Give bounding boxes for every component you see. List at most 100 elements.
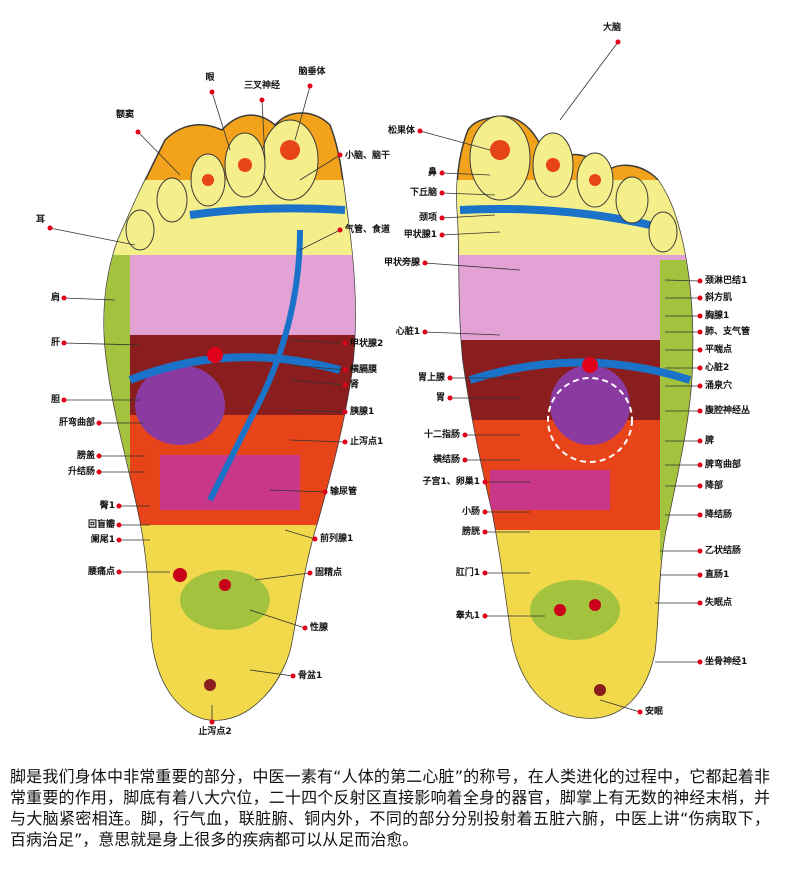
left-foot-label: 骨盆1 xyxy=(298,669,322,681)
left-leader-dot xyxy=(342,439,348,445)
right-foot-label: 睾丸1 xyxy=(456,609,480,621)
left-leader-dot xyxy=(135,129,141,135)
left-leader-line xyxy=(289,439,346,443)
right-leader-line xyxy=(599,699,641,713)
left-leader-dot xyxy=(61,340,67,346)
left-leader-dot xyxy=(259,97,265,103)
left-leader-line xyxy=(289,364,346,371)
left-foot-label: 胰腺1 xyxy=(350,405,374,417)
right-leader-dot xyxy=(637,709,643,715)
right-foot-label: 涌泉穴 xyxy=(705,379,732,391)
left-leader-dot xyxy=(61,397,67,403)
right-foot-label: 腹腔神经丛 xyxy=(704,404,750,416)
right-leader-dot xyxy=(439,190,445,196)
left-leader-line xyxy=(284,529,316,540)
left-foot-label: 横膈膜 xyxy=(350,363,378,375)
left-foot-label: 阑尾1 xyxy=(91,533,115,545)
right-foot-label: 脾 xyxy=(704,434,714,446)
left-leader-line xyxy=(299,229,341,251)
left-foot-label: 回盲瓣 xyxy=(88,518,115,530)
right-leader-dot xyxy=(482,613,488,619)
right-leader-line xyxy=(441,214,496,219)
left-leader-dot xyxy=(116,503,122,509)
right-leader-dot xyxy=(697,408,703,414)
left-leader-line xyxy=(289,409,346,413)
left-foot-label: 脑垂体 xyxy=(297,65,326,77)
left-leader-dot xyxy=(96,469,102,475)
right-foot-label: 下丘脑 xyxy=(410,186,437,198)
left-foot-label: 性腺 xyxy=(310,621,329,633)
right-foot-label: 子宫1、卵巢1 xyxy=(422,475,480,487)
left-leader-dot xyxy=(116,569,122,575)
right-foot-label: 脾弯曲部 xyxy=(704,458,741,470)
right-leader-dot xyxy=(697,438,703,444)
right-leader-dot xyxy=(482,570,488,576)
right-foot-label: 肛门1 xyxy=(456,566,480,578)
right-foot-label: 松果体 xyxy=(388,124,416,136)
right-foot-label: 甲状腺1 xyxy=(404,228,437,240)
left-foot-label: 臀1 xyxy=(100,500,115,511)
left-leader-line xyxy=(49,227,136,246)
left-leader-line xyxy=(254,572,311,581)
left-foot-label: 止泻点2 xyxy=(198,725,231,737)
right-leader-dot xyxy=(697,295,703,301)
right-foot-label: 甲状旁腺 xyxy=(384,256,421,268)
right-foot-label: 颈项 xyxy=(419,212,437,223)
left-leader-dot xyxy=(209,719,215,725)
left-foot-label: 三叉神经 xyxy=(244,79,280,91)
left-leader-line xyxy=(249,669,294,677)
right-foot-label: 颈淋巴结1 xyxy=(705,274,747,286)
left-foot-label: 眼 xyxy=(205,72,214,83)
left-foot-label: 气管、食道 xyxy=(344,223,390,235)
right-foot-label: 肺、支气管 xyxy=(705,325,750,337)
left-foot-label: 肾 xyxy=(350,378,359,390)
right-leader-dot xyxy=(697,512,703,518)
right-leader-dot xyxy=(697,365,703,371)
right-leader-dot xyxy=(422,329,428,335)
left-foot-label: 额窦 xyxy=(116,108,134,120)
left-leader-dot xyxy=(96,453,102,459)
right-foot xyxy=(456,115,694,719)
right-foot-labels: 大脑松果体鼻下丘脑颈项甲状腺1甲状旁腺颈淋巴结1斜方肌胸腺1肺、支气管平喘点心脏… xyxy=(384,21,750,717)
right-leader-dot xyxy=(697,600,703,606)
right-foot-label: 直肠1 xyxy=(705,568,729,580)
left-foot-label: 升结肠 xyxy=(68,465,95,477)
right-leader-line xyxy=(559,41,619,121)
left-leader-line xyxy=(63,342,141,346)
right-foot-label: 胃 xyxy=(436,392,445,403)
left-leader-line xyxy=(211,91,231,151)
left-leader-line xyxy=(299,154,341,181)
left-leader-dot xyxy=(290,673,296,679)
left-leader-line xyxy=(289,379,346,386)
right-foot-label: 失眠点 xyxy=(705,596,732,608)
right-foot-label: 安眠 xyxy=(645,705,663,717)
left-foot-label: 甲状腺2 xyxy=(350,337,383,349)
left-foot-label: 固精点 xyxy=(315,566,342,578)
right-leader-line xyxy=(419,130,491,151)
foot-reflexology-diagram: 额窦眼三叉神经脑垂体小脑、脑干耳气管、食道肩肝甲状腺2横膈膜肾胆胰腺1肝弯曲部止… xyxy=(36,21,750,737)
left-leader-line xyxy=(63,297,116,301)
left-leader-dot xyxy=(209,89,215,95)
right-foot-label: 斜方肌 xyxy=(704,291,732,303)
right-leader-dot xyxy=(615,39,621,45)
left-foot-label: 肩 xyxy=(50,291,60,303)
right-leader-line xyxy=(441,192,496,196)
right-leader-dot xyxy=(439,215,445,221)
right-leader-line xyxy=(424,262,521,271)
left-foot-label: 胆 xyxy=(51,394,60,405)
left-leader-dot xyxy=(302,625,308,631)
right-leader-dot xyxy=(447,395,453,401)
left-foot xyxy=(103,112,356,721)
right-leader-dot xyxy=(697,659,703,665)
left-leader-dot xyxy=(337,227,343,233)
right-foot-label: 小肠 xyxy=(461,505,480,517)
right-foot-label: 降部 xyxy=(705,479,723,491)
left-leader-dot xyxy=(116,537,122,543)
left-foot-label: 输尿管 xyxy=(330,485,357,497)
left-foot-label: 耳 xyxy=(36,214,45,225)
right-leader-dot xyxy=(697,483,703,489)
left-leader-dot xyxy=(96,420,102,426)
left-leader-dot xyxy=(61,295,67,301)
right-foot-label: 心脏1 xyxy=(396,325,420,337)
right-foot-label: 坐骨神经1 xyxy=(705,655,747,667)
